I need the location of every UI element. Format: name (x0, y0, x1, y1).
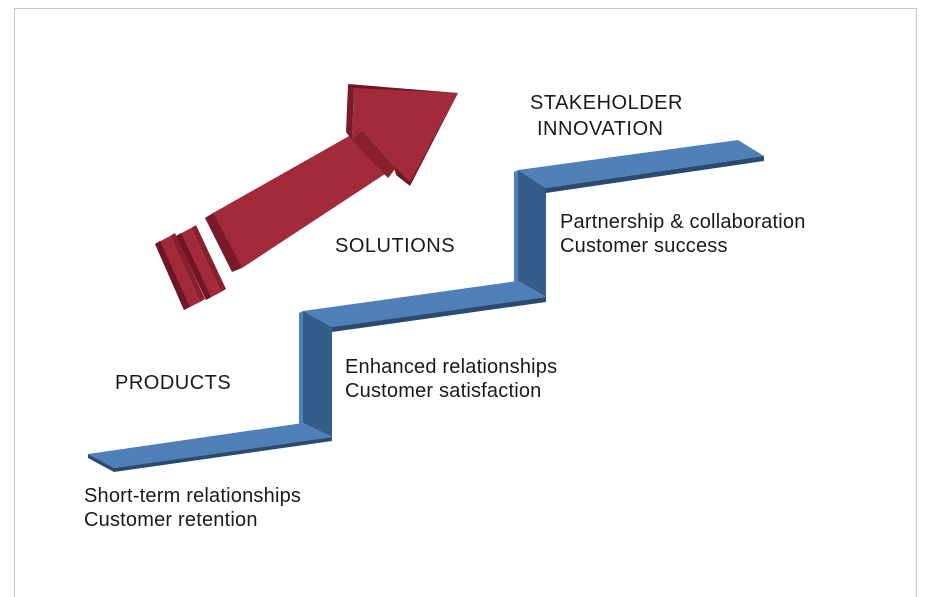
description-line: Customer satisfaction (345, 380, 542, 402)
description-line: Customer retention (84, 509, 258, 531)
stage-label-stakeholder-innovation: STAKEHOLDER INNOVATION (530, 90, 683, 142)
step-top-3 (518, 140, 764, 188)
stage-label-line: INNOVATION (537, 118, 664, 140)
description-line: Short-term relationships (84, 485, 302, 507)
step-riser-1-face (303, 311, 332, 437)
growth-arrow (155, 84, 458, 310)
arrow-shaft (213, 131, 388, 268)
arrow-tail-block-2 (176, 228, 221, 300)
step-riser-2-face (518, 170, 546, 297)
arrow-tail-block-1 (155, 236, 200, 310)
stage-description-stakeholder-innovation: Partnership & collaboration Customer suc… (560, 210, 806, 258)
arrow-head (352, 88, 458, 182)
diagram-frame (14, 8, 917, 597)
description-line: Customer success (560, 235, 728, 257)
stage-label-solutions: SOLUTIONS (335, 235, 456, 257)
description-line: Enhanced relationships (345, 356, 558, 378)
staircase (88, 140, 764, 472)
stage-label-line: STAKEHOLDER (530, 92, 683, 114)
step-top-1 (88, 423, 332, 468)
stage-description-products: Short-term relationships Customer retent… (84, 484, 301, 532)
stage-description-solutions: Enhanced relationships Customer satisfac… (345, 355, 557, 403)
stage-label-products: PRODUCTS (115, 372, 232, 394)
step-top-2 (303, 281, 546, 327)
description-line: Partnership & collaboration (560, 211, 806, 233)
